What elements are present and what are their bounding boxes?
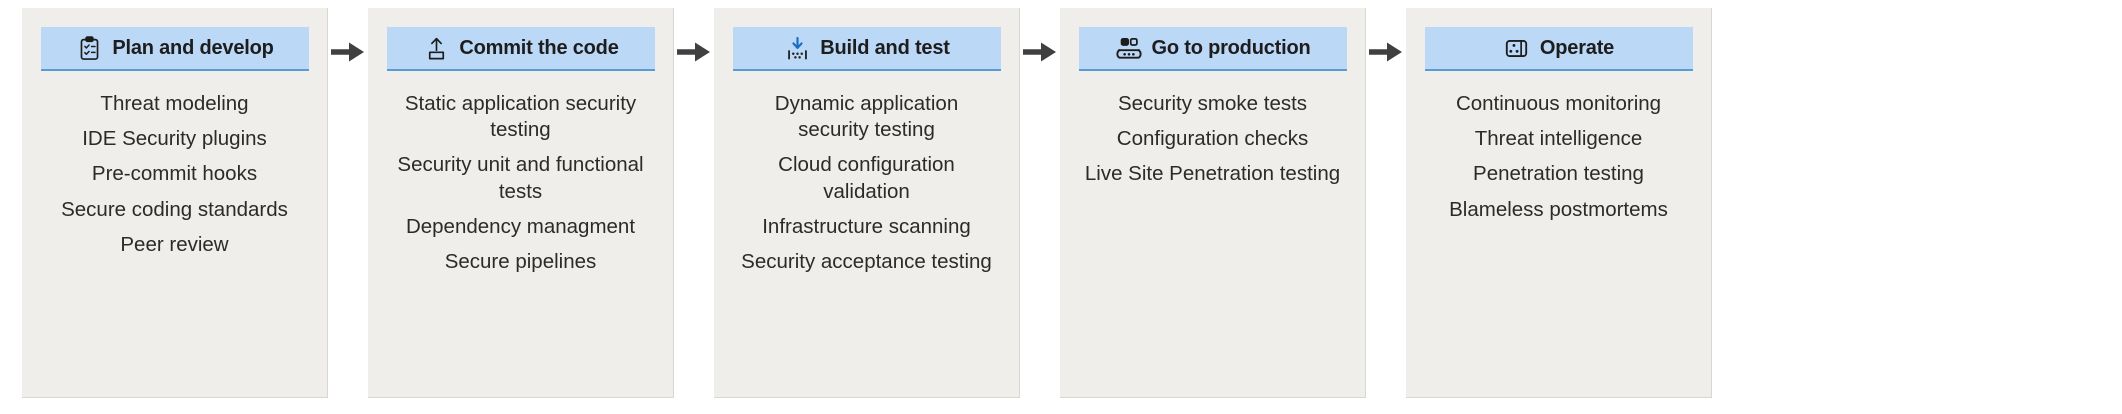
list-item: Security smoke tests: [1117, 92, 1308, 115]
conveyor-belt-icon: [1115, 34, 1143, 62]
stage-panel-commit-the-code: Commit the code Static application secur…: [368, 8, 674, 398]
stage-item-list: Static application security testing Secu…: [385, 91, 657, 275]
list-item: Blameless postmortems: [1449, 197, 1668, 221]
stage-panel-build-and-test: Build and test Dynamic application secur…: [714, 8, 1020, 398]
list-item: Dependency managment: [405, 214, 636, 238]
stage-header-plan-and-develop: Plan and develop: [40, 27, 309, 71]
list-item: Secure coding standards: [61, 197, 288, 221]
stage-title: Build and test: [820, 36, 950, 59]
clipboard-checklist-icon: [75, 34, 103, 62]
list-item: Cloud configuration validation: [778, 153, 955, 203]
list-item: Security acceptance testing: [741, 250, 992, 274]
list-item: Static application security testing: [404, 92, 637, 142]
list-item: Pre-commit hooks: [91, 162, 258, 186]
stage-panel-go-to-production: Go to production Security smoke tests Co…: [1060, 8, 1366, 398]
list-item: Threat modeling: [100, 92, 249, 115]
stage-title: Go to production: [1151, 36, 1311, 59]
server-dots-icon: [1503, 34, 1531, 62]
list-item: Live Site Penetration testing: [1084, 162, 1341, 186]
list-item: Threat intelligence: [1474, 127, 1643, 151]
arrow-right-icon: [1369, 42, 1402, 62]
connector-arrow-4: [1366, 8, 1406, 398]
stage-item-list: Dynamic application security testing Clo…: [731, 91, 1003, 275]
connector-arrow-1: [328, 8, 368, 398]
list-item: Security unit and functional tests: [397, 153, 644, 203]
build-download-icon: [783, 34, 811, 62]
stage-item-list: Security smoke tests Configuration check…: [1077, 91, 1349, 188]
stage-header-operate: Operate: [1424, 27, 1693, 71]
list-item: Penetration testing: [1473, 162, 1644, 186]
upload-tray-icon: [422, 34, 450, 62]
stage-item-list: Threat modeling IDE Security plugins Pre…: [39, 91, 311, 258]
stage-header-build-and-test: Build and test: [732, 27, 1001, 71]
arrow-right-icon: [677, 42, 710, 62]
list-item: Configuration checks: [1116, 127, 1309, 151]
stage-title: Operate: [1539, 36, 1615, 59]
list-item: Secure pipelines: [444, 250, 597, 274]
list-item: Continuous monitoring: [1455, 92, 1662, 115]
stage-header-commit-the-code: Commit the code: [386, 27, 655, 71]
arrow-right-icon: [1023, 42, 1056, 62]
stage-header-go-to-production: Go to production: [1078, 27, 1347, 71]
list-item: Peer review: [120, 232, 229, 256]
stage-panel-operate: Operate Continuous monitoring Threat int…: [1406, 8, 1712, 398]
connector-arrow-3: [1020, 8, 1060, 398]
connector-arrow-2: [674, 8, 714, 398]
stage-panel-plan-and-develop: Plan and develop Threat modeling IDE Sec…: [22, 8, 328, 398]
stage-title: Commit the code: [459, 36, 619, 59]
stage-title: Plan and develop: [112, 36, 274, 59]
arrow-right-icon: [331, 42, 364, 62]
stage-item-list: Continuous monitoring Threat intelligenc…: [1423, 91, 1695, 223]
list-item: Dynamic application security testing: [774, 92, 959, 142]
list-item: Infrastructure scanning: [762, 214, 971, 238]
list-item: IDE Security plugins: [82, 127, 267, 151]
